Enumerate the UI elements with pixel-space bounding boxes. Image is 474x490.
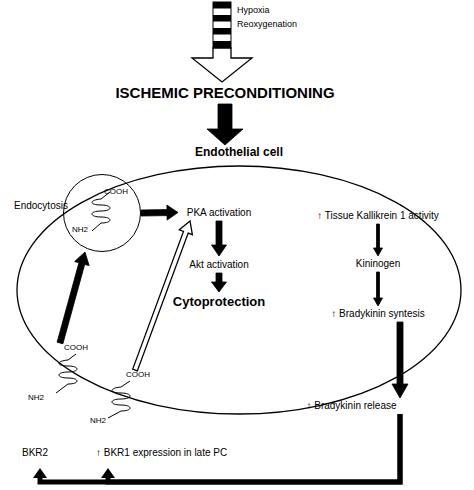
node-text: COOH bbox=[126, 370, 150, 380]
node-text: ↑ BKR1 expression in late PC bbox=[96, 447, 227, 459]
arrow-shape bbox=[392, 322, 408, 398]
block-arrow bbox=[374, 224, 383, 256]
node-text: ↑ Bradykinin syntesis bbox=[331, 308, 424, 320]
arrow-shape bbox=[141, 205, 178, 220]
process-text: ↑ Tissue Kallikrein 1 activity bbox=[302, 208, 454, 224]
node-text: Reoxygenation bbox=[237, 19, 297, 30]
cell-outline bbox=[14, 145, 464, 417]
node-text: ↑ Tissue Kallikrein 1 activity bbox=[317, 210, 439, 222]
node-text: ↑ Bradykinin release bbox=[306, 400, 396, 412]
process-text: Akt activation bbox=[180, 256, 258, 273]
membrane-receptor: COOH NH2 ↑ BKR1 expression in late PC bbox=[88, 370, 283, 468]
process-text: PKA activation bbox=[178, 204, 260, 221]
node-text: Hypoxia bbox=[237, 5, 270, 16]
endocytosis-arrow bbox=[57, 252, 89, 344]
arrow-shape bbox=[374, 272, 383, 306]
block-arrow bbox=[374, 272, 383, 306]
bar-stripe bbox=[213, 28, 231, 35]
connector-line bbox=[40, 414, 400, 482]
feedback-arrow bbox=[33, 414, 400, 482]
receptor-helix bbox=[92, 192, 110, 231]
arrow-head bbox=[33, 468, 47, 478]
arrow-head bbox=[101, 468, 115, 478]
arrow-shape bbox=[374, 224, 383, 256]
arrow-shape bbox=[212, 221, 227, 256]
process-text: ↑ Bradykinin release bbox=[298, 398, 405, 414]
node-text: Endothelial cell bbox=[14, 145, 464, 159]
arrow-shape bbox=[57, 252, 89, 344]
process-text: Kininogen bbox=[343, 256, 413, 272]
hollow-arrow bbox=[192, 48, 252, 82]
receptor-helix bbox=[108, 381, 130, 418]
node-text: COOH bbox=[64, 343, 88, 353]
bar-stripe bbox=[213, 15, 231, 22]
bar-stripe bbox=[213, 2, 231, 9]
node-text: COOH bbox=[104, 187, 128, 197]
block-arrow bbox=[141, 205, 178, 220]
block-arrow bbox=[207, 104, 243, 145]
node-text: Akt activation bbox=[189, 259, 248, 271]
node-text: Cytoprotection bbox=[173, 294, 265, 310]
bar-stripe bbox=[213, 41, 231, 48]
edge-label: Endocytosis bbox=[14, 200, 68, 212]
block-arrow bbox=[392, 322, 408, 398]
connector-line bbox=[108, 414, 400, 482]
process-heading: ISCHEMIC PRECONDITIONING bbox=[95, 82, 355, 104]
hypoxia-bar bbox=[213, 2, 231, 48]
block-arrow bbox=[212, 221, 227, 256]
process-text: ↑ Bradykinin syntesis bbox=[323, 306, 433, 322]
node-text: Kininogen bbox=[356, 258, 400, 270]
cell-ellipse: Endothelial cellCOOH NH2 PKA activationAkt… bbox=[14, 145, 464, 417]
arrow-shape bbox=[133, 221, 193, 371]
membrane-receptor: COOHNH2BKR2 bbox=[20, 343, 84, 468]
hollow-arrow bbox=[133, 221, 193, 371]
feedback-arrow bbox=[101, 414, 400, 482]
arrow-shape bbox=[207, 104, 243, 145]
stimulus-bar: HypoxiaReoxygenation bbox=[213, 2, 343, 48]
node-text: PKA activation bbox=[187, 207, 251, 219]
arrow-shape bbox=[192, 48, 252, 82]
arrow-shape bbox=[212, 273, 227, 292]
node-text: NH2 bbox=[90, 416, 106, 426]
outcome-text: Cytoprotection bbox=[160, 292, 278, 312]
bar-outline bbox=[213, 2, 231, 48]
endosome-circle: COOH NH2 bbox=[63, 174, 141, 252]
node-text: NH2 bbox=[28, 393, 44, 403]
node-text: NH2 bbox=[72, 225, 88, 235]
node-text: ISCHEMIC PRECONDITIONING bbox=[115, 84, 334, 102]
cell-membrane bbox=[17, 166, 461, 414]
node-text: BKR2 bbox=[22, 447, 48, 459]
block-arrow bbox=[212, 273, 227, 292]
